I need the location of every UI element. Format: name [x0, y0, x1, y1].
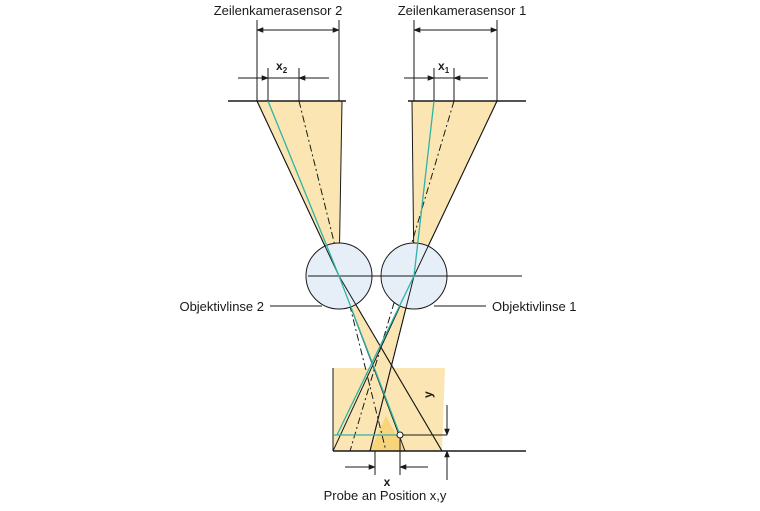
chief-ray-2	[267, 100, 401, 436]
sample-point	[396, 431, 404, 439]
lens1-label: Objektivlinse 1	[492, 299, 577, 314]
lens2-label: Objektivlinse 2	[179, 299, 264, 314]
sensor1-label: Zeilenkamerasensor 1	[398, 3, 527, 18]
x2-label: x2	[276, 59, 288, 75]
beam-overlap	[370, 416, 405, 451]
x1-label: x1	[438, 59, 450, 75]
y-label: y	[421, 391, 435, 398]
x-label: x	[384, 475, 391, 489]
chief-ray-1	[336, 100, 435, 436]
sensor2-label: Zeilenkamerasensor 2	[214, 3, 343, 18]
probe-label: Probe an Position x,y	[324, 488, 447, 503]
